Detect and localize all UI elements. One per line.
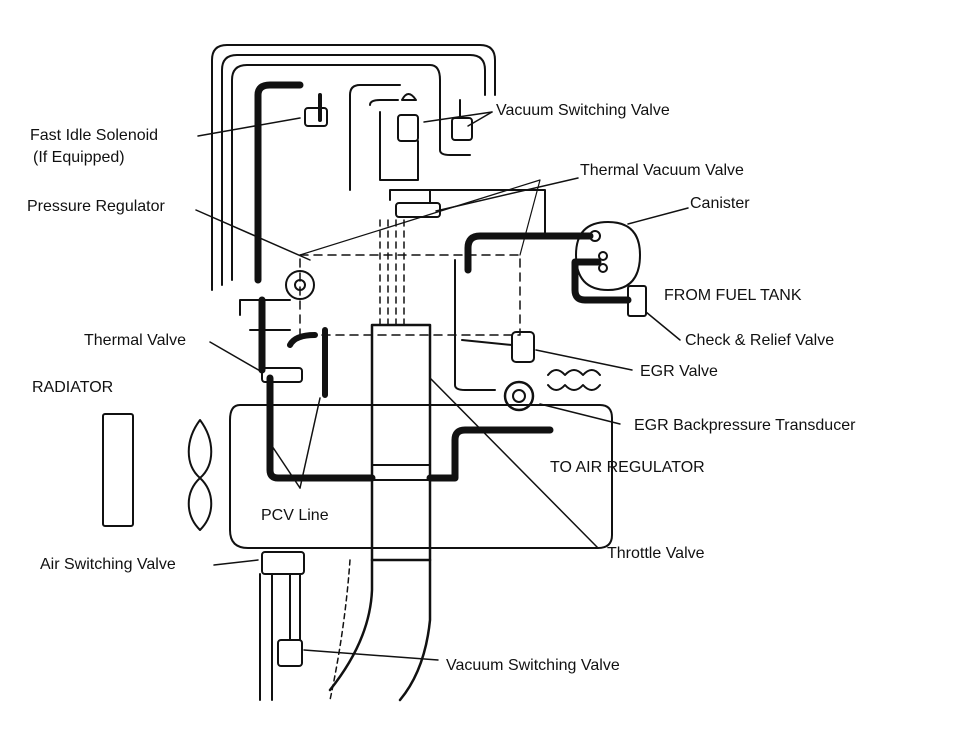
label-to-air-regulator: TO AIR REGULATOR (550, 459, 705, 476)
air-cleaner-outline (299, 254, 521, 336)
thermal-vacuum-valve (395, 202, 441, 218)
top-hose-loop (211, 44, 496, 291)
label-thermal-valve: Thermal Valve (84, 332, 186, 349)
label-pcv-line: PCV Line (261, 507, 329, 524)
label-vacuum-switching-valve-bottom: Vacuum Switching Valve (446, 657, 620, 674)
check-relief-valve (627, 285, 647, 317)
egr-backpressure-transducer (503, 380, 535, 412)
vacuum-switching-valve-top-a (397, 114, 419, 142)
vacuum-switching-valve-top-b (451, 117, 473, 141)
fast-idle-solenoid (304, 107, 328, 127)
label-fast-idle-solenoid: Fast Idle Solenoid (30, 127, 159, 144)
radiator-fan (187, 419, 213, 531)
pcv-line (287, 327, 328, 398)
label-egr-valve: EGR Valve (640, 363, 718, 380)
label-from-fuel-tank: FROM FUEL TANK (664, 287, 802, 304)
label-air-switching-valve: Air Switching Valve (40, 556, 176, 573)
label-canister: Canister (690, 195, 750, 212)
egr-valve (511, 331, 535, 363)
intake-duct (328, 558, 374, 692)
label-thermal-vacuum-valve: Thermal Vacuum Valve (580, 162, 744, 179)
label-radiator: RADIATOR (32, 379, 114, 396)
canister-purge-hose (464, 232, 594, 274)
label-vacuum-switching-valve-top: Vacuum Switching Valve (496, 102, 670, 119)
label-egr-backpressure-transducer: EGR Backpressure Transducer (634, 417, 856, 434)
throttle-body (370, 323, 432, 562)
vacuum-switching-valve-bottom (277, 639, 303, 667)
radiator-core (102, 413, 134, 527)
pressure-regulator-hose (254, 81, 304, 284)
label-pressure-regulator: Pressure Regulator (27, 198, 165, 215)
label-throttle-valve: Throttle Valve (607, 545, 705, 562)
thermal-valve (261, 367, 303, 383)
label-check-relief-valve: Check & Relief Valve (685, 332, 835, 349)
air-switching-valve (261, 551, 305, 575)
pressure-regulator (285, 270, 315, 300)
air-regulator-hose (266, 374, 554, 482)
label-fast-idle-solenoid-note: (If Equipped) (33, 149, 125, 166)
